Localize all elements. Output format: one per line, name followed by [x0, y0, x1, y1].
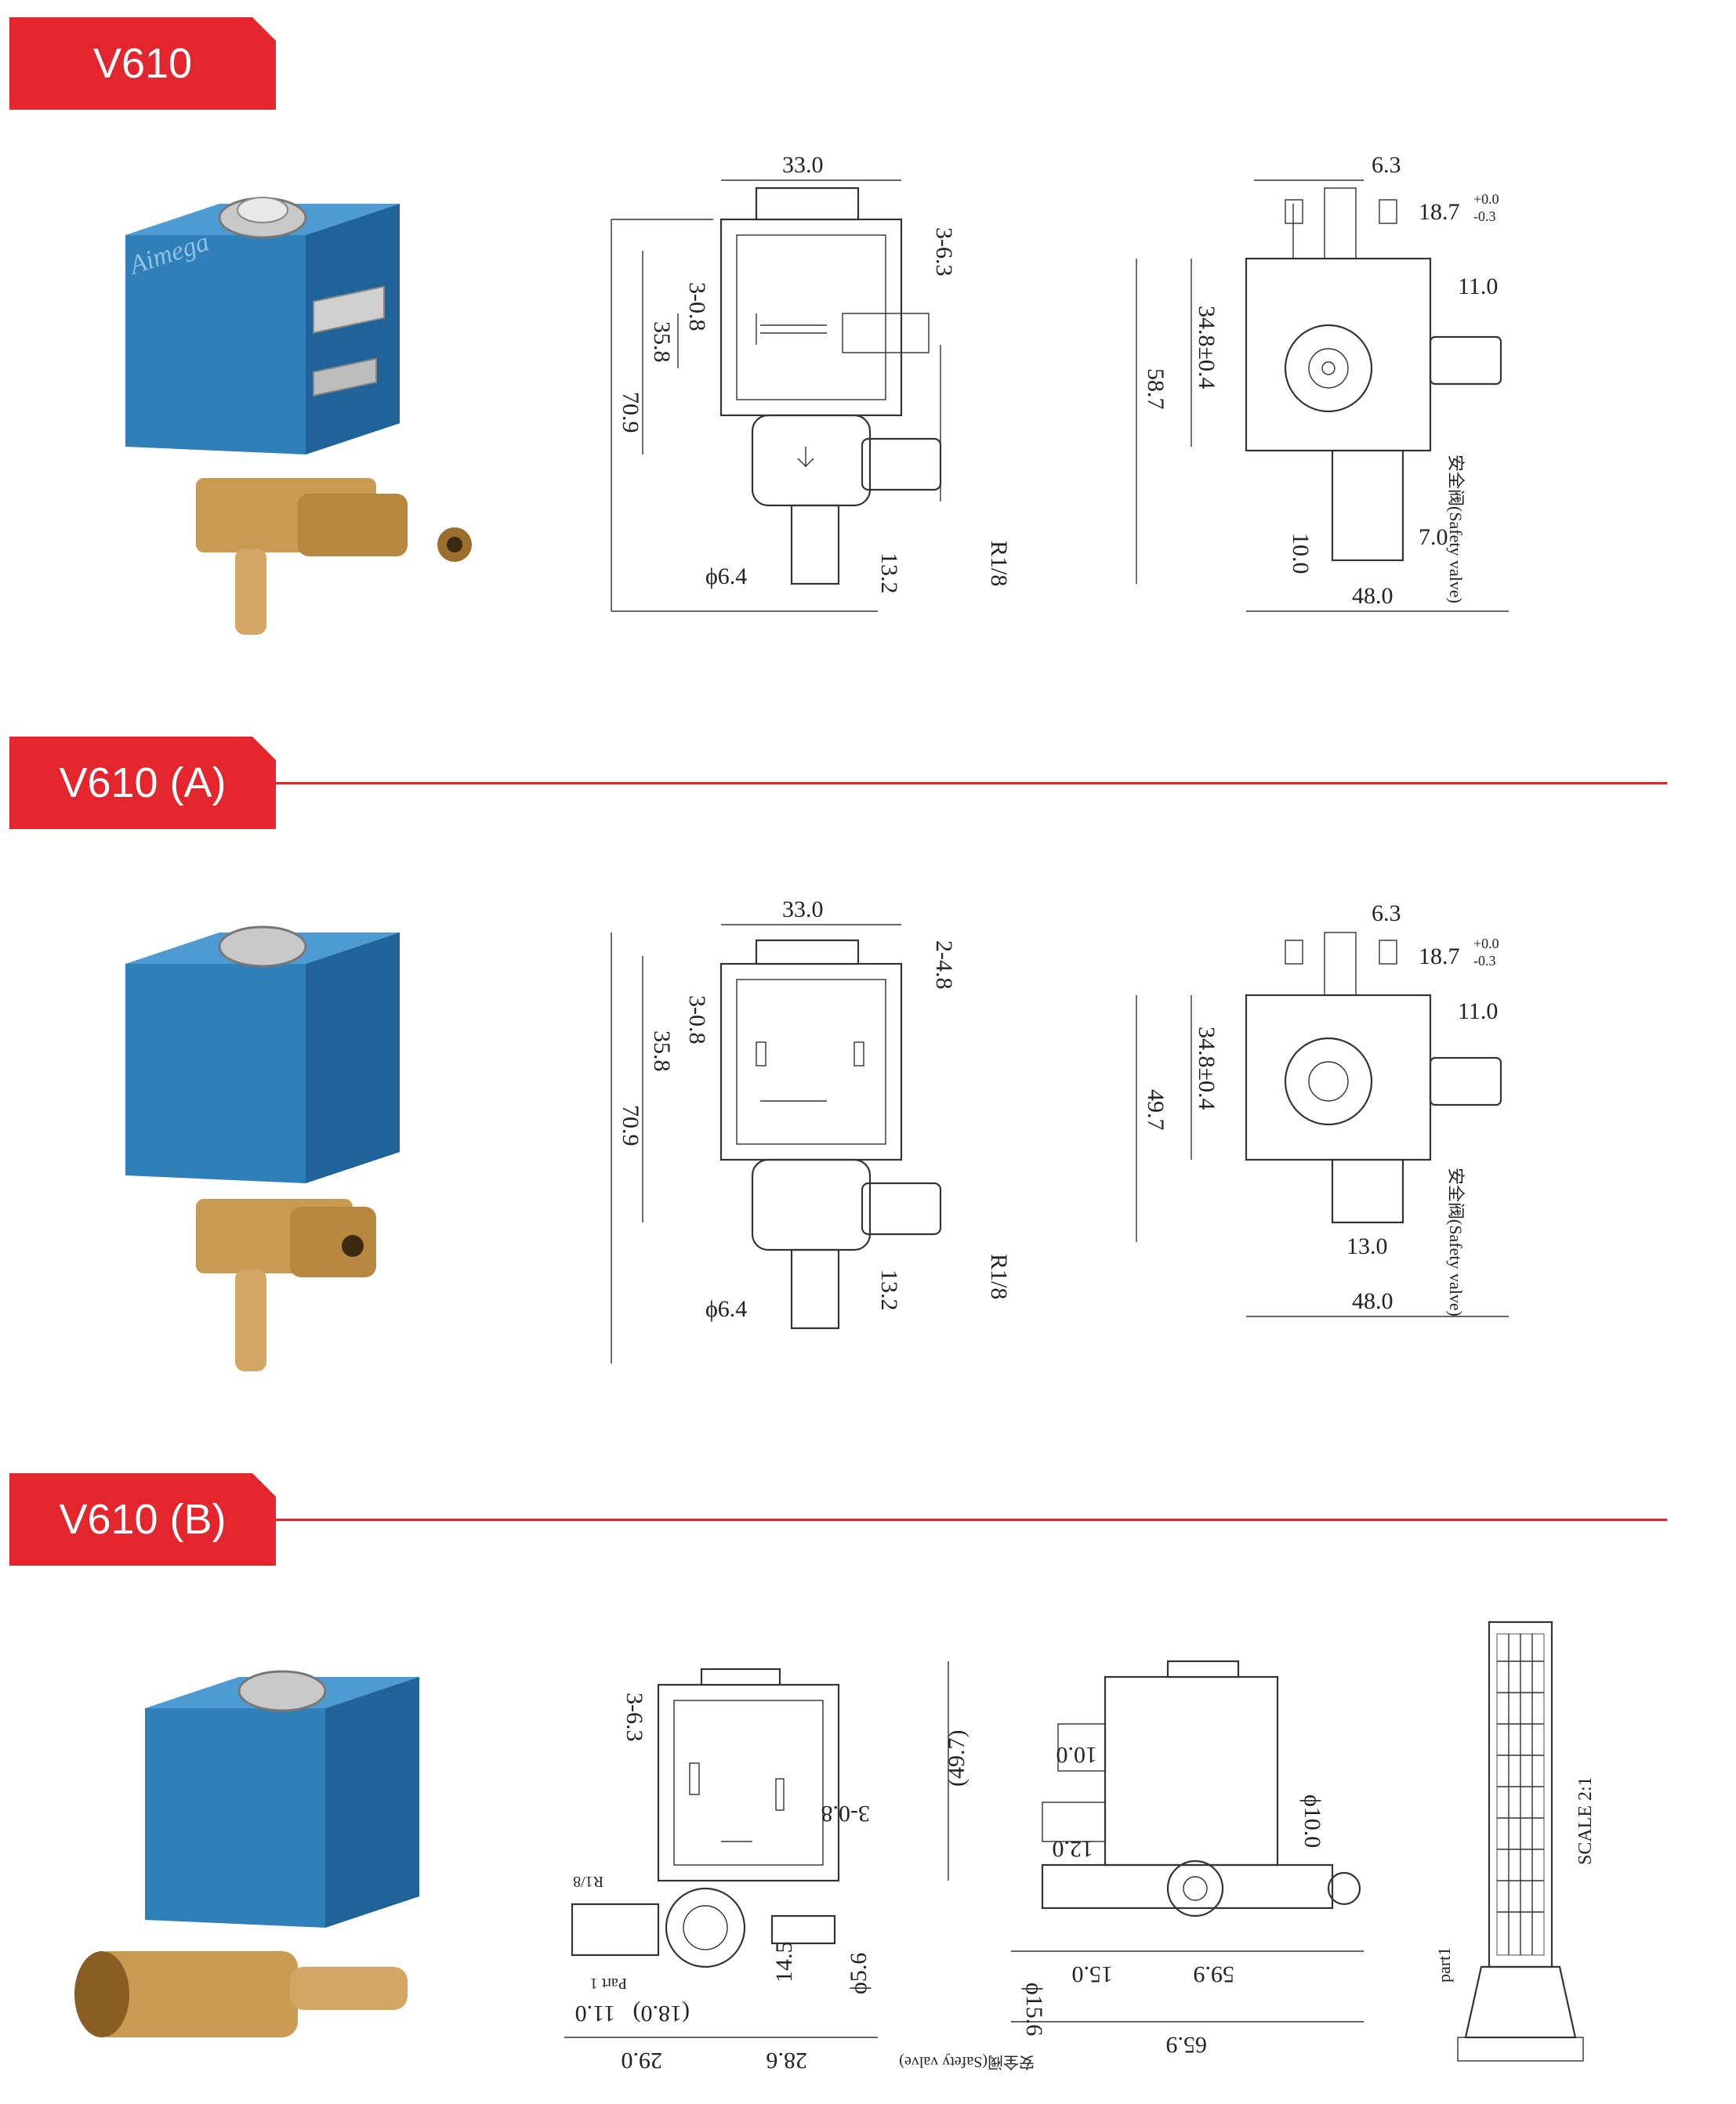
dim-d2: (18.0) [633, 2001, 690, 2026]
dim-thread: R1/8 [986, 541, 1012, 586]
safety-valve-label: 安全阀(Safety valve) [899, 2053, 1035, 2071]
dim-height: (49.7) [944, 1730, 969, 1787]
dim-tol-plus: +0.0 [1473, 191, 1499, 207]
dim-top: 10.0 [1056, 1742, 1098, 1768]
dim-width: 48.0 [1352, 1288, 1394, 1314]
dim-height: 49.7 [1143, 1089, 1169, 1131]
section-v610b: V610 (B) 3-6.3 3-0.8 R1/8 Part 1 11.0 (1… [0, 1473, 1736, 2104]
dim-terminal: 3-6.3 [622, 1693, 647, 1742]
part-detail-drawing: part1 SCALE 2:1 [1434, 1621, 1596, 2062]
section-v610: V610 Aimega 33.0 3-6.3 [0, 0, 1736, 705]
dim-pin: 3-0.8 [684, 282, 710, 331]
dim-top-w: 6.3 [1372, 900, 1401, 926]
dim-d6: ϕ5.6 [846, 1953, 872, 1994]
dim-center-h: 34.8±0.4 [1194, 306, 1220, 389]
dim-d1: 11.0 [575, 2001, 615, 2026]
product-photo: Aimega [125, 197, 472, 635]
dim-tol-plus: +0.0 [1473, 936, 1499, 951]
product-photo [125, 925, 400, 1371]
dim-width: 33.0 [782, 152, 824, 178]
front-view-drawing: 3-6.3 3-0.8 R1/8 Part 1 11.0 (18.0) 29.0… [564, 1668, 878, 2073]
dim-w1: 59.9 [1194, 1961, 1235, 1987]
dim-top-offset: 18.7 [1419, 199, 1460, 225]
dim-bottom-w: 13.0 [1346, 1233, 1388, 1259]
safety-valve-label: 安全阀(Safety valve) [1446, 454, 1466, 603]
dim-d15: 15.0 [1072, 1961, 1114, 1987]
dim-tol-minus: -0.3 [1473, 953, 1496, 969]
dim-outlet-len: 13.2 [876, 552, 902, 594]
dim-diameter: ϕ6.4 [705, 563, 747, 589]
dim-top-offset: 18.7 [1419, 943, 1460, 969]
part-label: part1 [1434, 1947, 1454, 1983]
dim-tol-minus: -0.3 [1473, 208, 1496, 224]
dim-d3: 29.0 [622, 2048, 663, 2073]
dim-terminal: 3-6.3 [931, 227, 957, 277]
dim-height-coil: 35.8 [649, 321, 675, 363]
dim-top-w: 6.3 [1372, 152, 1401, 178]
section-divider [276, 1519, 1667, 1521]
safety-valve-label: 安全阀(Safety valve) [1446, 1168, 1466, 1316]
side-view-drawing: 6.3 18.7 +0.0 -0.3 11.0 34.8±0.4 49.7 安全… [1136, 900, 1509, 1317]
dim-dia10: ϕ10.0 [1299, 1794, 1325, 1848]
dim-pin: 3-0.8 [821, 1801, 871, 1827]
side-view-drawing: (49.7) 10.0 12.0 ϕ10.0 ϕ15.6 15.0 59.9 6… [899, 1660, 1364, 2071]
dim-bottom-w: 7.0 [1419, 524, 1448, 550]
dim-center-h: 34.8±0.4 [1194, 1027, 1220, 1110]
part-label: Part 1 [590, 1975, 627, 1992]
dim-w2: 65.9 [1166, 2032, 1208, 2058]
dim-height-total: 70.9 [618, 392, 643, 433]
section-title-tab: V610 [9, 17, 276, 110]
scale-label: SCALE 2:1 [1575, 1776, 1596, 1865]
dim-height: 58.7 [1143, 368, 1169, 410]
dim-outlet-len: 13.2 [876, 1269, 902, 1311]
side-view-drawing: 6.3 18.7 +0.0 -0.3 11.0 34.8±0.4 58.7 安全… [1136, 152, 1509, 612]
section-v610a: V610 (A) 33.0 2-4.8 35.8 3-0.8 70.9 ϕ6.4… [0, 737, 1736, 1442]
dim-d5: 14.5 [771, 1942, 797, 1983]
dim-d4: 28.6 [767, 2048, 808, 2073]
front-view-drawing: 33.0 3-6.3 35.8 3-0.8 70.9 ϕ6.4 13.2 R1/… [611, 152, 1012, 612]
dim-diameter: ϕ6.4 [705, 1296, 747, 1322]
dim-mid: 12.0 [1053, 1836, 1094, 1862]
dim-bottom-h: 10.0 [1288, 533, 1314, 574]
section-title: V610 (B) [59, 1496, 227, 1543]
front-view-drawing: 33.0 2-4.8 35.8 3-0.8 70.9 ϕ6.4 13.2 R1/… [611, 896, 1012, 1363]
dim-dia15: ϕ15.6 [1021, 1983, 1047, 2036]
dim-pin: 3-0.8 [684, 995, 710, 1045]
section-title-tab: V610 (B) [9, 1473, 276, 1566]
dim-nozzle: 11.0 [1458, 998, 1498, 1024]
dim-height-total: 70.9 [618, 1105, 643, 1146]
section-title: V610 (A) [59, 759, 227, 806]
dim-nozzle: 11.0 [1458, 273, 1498, 299]
section-title: V610 [92, 40, 193, 87]
dim-height-coil: 35.8 [649, 1030, 675, 1072]
dim-thread: R1/8 [986, 1254, 1012, 1299]
product-photo [74, 1670, 419, 2037]
section-divider [276, 782, 1667, 784]
section-title-tab: V610 (A) [9, 737, 276, 829]
dim-terminal: 2-4.8 [931, 940, 957, 990]
mesh-pattern [1496, 1633, 1545, 1956]
dim-width: 48.0 [1352, 583, 1394, 609]
dim-thread: R1/8 [573, 1873, 603, 1890]
dim-width: 33.0 [782, 896, 824, 922]
